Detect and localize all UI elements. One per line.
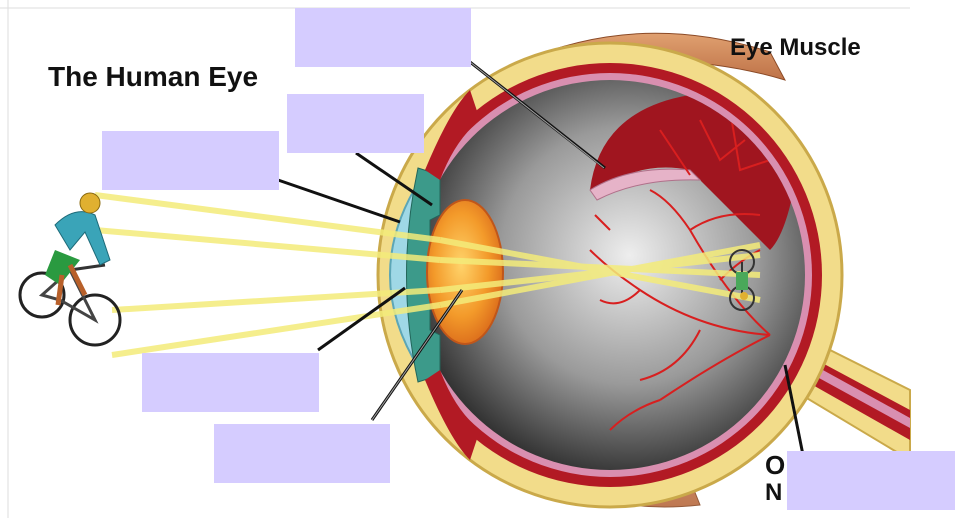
answer-box-lower-left[interactable] [142, 353, 319, 412]
eye-muscle-label: Eye Muscle [730, 34, 861, 61]
cyclist-icon [20, 193, 120, 345]
optic-nerve-label-line2: N [765, 479, 782, 506]
answer-box-top-center[interactable] [295, 8, 471, 67]
pointer-cornea [278, 180, 400, 222]
answer-box-bottom-center[interactable] [214, 424, 390, 483]
answer-box-upper-middle[interactable] [287, 94, 424, 153]
answer-box-bottom-right[interactable] [787, 451, 955, 510]
answer-box-left[interactable] [102, 131, 279, 190]
optic-nerve-label-line1: O [765, 450, 785, 480]
diagram-title: The Human Eye [48, 61, 258, 92]
